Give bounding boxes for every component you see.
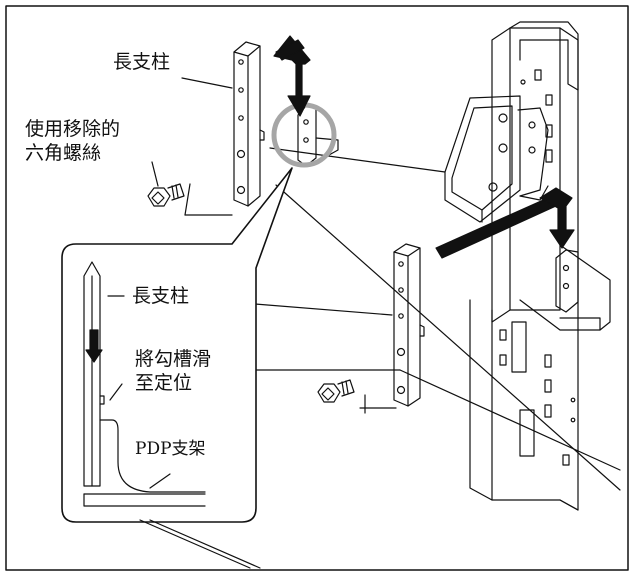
label-pdp-bracket: PDP支架 [135, 439, 206, 459]
outer-border [5, 5, 629, 571]
label-screw-line1: 使用移除的 [25, 118, 121, 140]
upper-long-post [233, 41, 265, 207]
right-frame [444, 21, 611, 511]
label-long-post-detail: 長支柱 [132, 285, 190, 307]
label-long-post-main: 長支柱 [113, 51, 171, 73]
label-slide-line1: 將勾槽滑 [135, 348, 212, 370]
lower-long-post [393, 243, 425, 407]
leader-lines [107, 77, 233, 489]
hex-screw-icon [147, 183, 185, 207]
perspective-lines [184, 147, 621, 491]
magnifier-circle [271, 102, 337, 168]
detail-callout [61, 167, 293, 569]
hex-screw-icon [317, 379, 355, 403]
down-arrow-icon [273, 35, 311, 117]
detail-long-post [83, 261, 206, 507]
label-screw-line2: 六角螺絲 [25, 142, 102, 164]
down-arrow-icon [539, 187, 575, 249]
label-slide-line2: 至定位 [135, 372, 193, 394]
